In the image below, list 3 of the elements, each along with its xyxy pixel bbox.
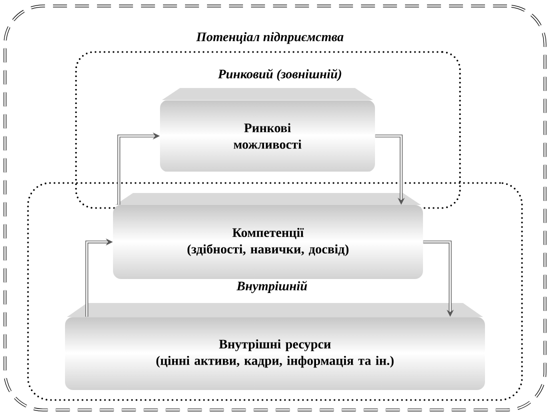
process-box: Ринкові можливості <box>160 88 375 172</box>
process-box: Внутрішні ресурси (цінні активи, кадри, інформація та ін.) <box>65 302 485 390</box>
process-box: Компетенції (здібності, навички, досвід) <box>113 193 423 279</box>
